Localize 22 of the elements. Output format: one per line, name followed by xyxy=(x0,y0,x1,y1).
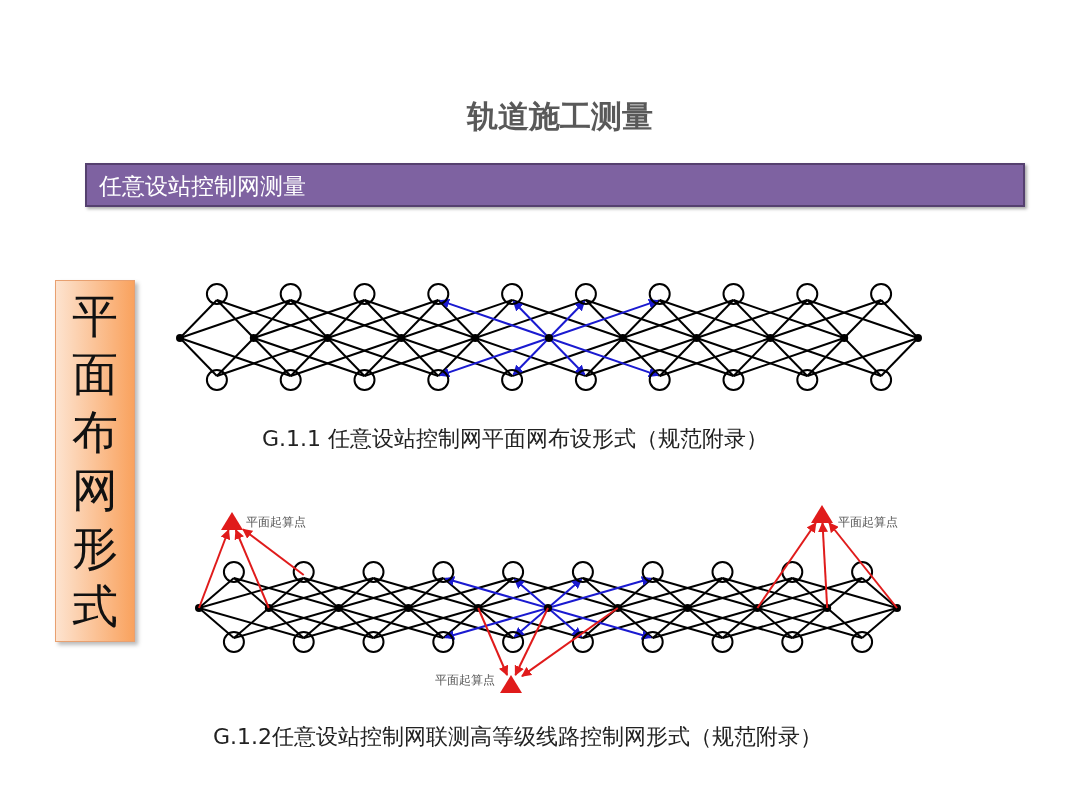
triangle-marker xyxy=(500,675,522,693)
vertical-title-box xyxy=(55,280,135,642)
arrow xyxy=(828,522,898,609)
point-label: 平面起算点 xyxy=(246,514,306,531)
arrow xyxy=(818,522,829,609)
band-text: 任意设站控制网测量 xyxy=(99,172,306,201)
point-label: 平面起算点 xyxy=(434,672,495,689)
section-band xyxy=(85,163,1025,207)
triangle-marker xyxy=(811,505,833,523)
arrow xyxy=(477,607,509,676)
arrow xyxy=(242,528,305,576)
figure-caption: G.1.2任意设站控制网联测高等级线路控制网形式（规范附录） xyxy=(213,723,823,751)
arrow xyxy=(756,522,817,609)
arrow xyxy=(521,607,619,678)
vertical-title: 平面布网形式 xyxy=(72,288,119,635)
triangle-marker xyxy=(221,512,243,530)
arrow xyxy=(234,529,270,609)
slide-title: 轨道施工测量 xyxy=(465,97,654,136)
point-label: 平面起算点 xyxy=(838,514,898,531)
arrow xyxy=(198,529,231,609)
arrow xyxy=(514,607,549,676)
figure-caption: G.1.1 任意设站控制网平面网布设形式（规范附录） xyxy=(262,425,769,453)
